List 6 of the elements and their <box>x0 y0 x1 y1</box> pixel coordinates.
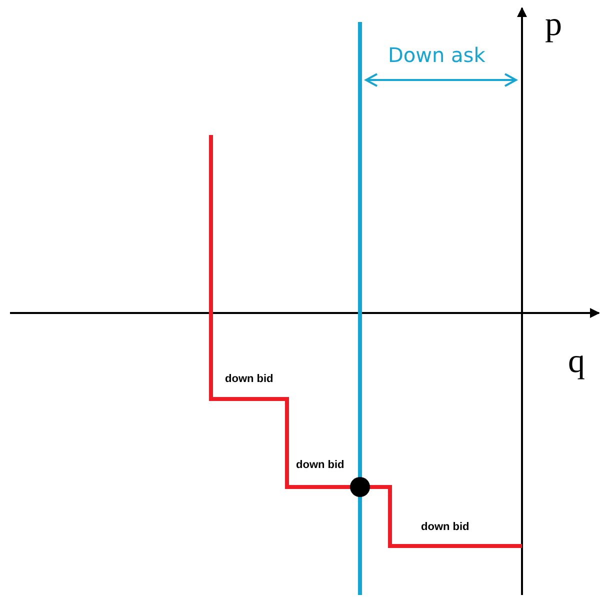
axis-label: p <box>545 8 562 42</box>
axis-label: q <box>568 345 585 379</box>
dimension-label: Down ask <box>388 45 486 65</box>
step-label: down bid <box>225 374 274 385</box>
step-label: down bid <box>296 460 344 471</box>
step-label: down bid <box>421 522 470 533</box>
